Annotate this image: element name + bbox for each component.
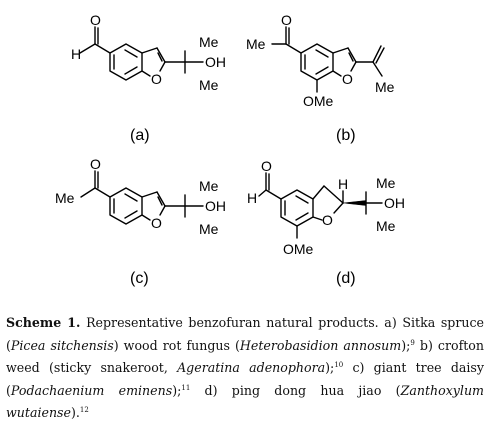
- caption-text: );: [172, 382, 182, 398]
- methoxy-label: OMe: [283, 241, 314, 257]
- ring-o-atom: O: [322, 212, 333, 228]
- aldehyde-h-atom: H: [71, 46, 81, 62]
- species-name: Ageratina adenophora: [177, 360, 326, 375]
- reference-marker: 12: [79, 406, 89, 414]
- carbonyl-o-atom: O: [90, 156, 101, 172]
- acetyl-me-label: Me: [55, 190, 75, 206]
- me-bottom-label: Me: [199, 221, 219, 237]
- caption-text: ) wood rot fungus (: [113, 337, 240, 353]
- scheme-structures: H O O Me OH Me (a) Me O O OMe Me: [55, 12, 405, 287]
- structure-d-label: (d): [336, 270, 356, 287]
- structure-c-label: (c): [130, 270, 149, 287]
- caption-text: d) ping dong hua jiao (: [190, 382, 401, 398]
- caption-text: c) giant tree daisy (: [6, 360, 484, 398]
- species-name: Picea sitchensis: [10, 337, 114, 353]
- structure-b: Me O O OMe Me (b): [246, 12, 395, 144]
- vinyl-me-label: Me: [375, 79, 395, 95]
- species-name: Zanthoxylum wutaiense: [6, 382, 484, 421]
- carbonyl-o-atom: O: [281, 12, 292, 28]
- caption-text: );: [401, 337, 411, 353]
- structure-c: Me O O Me OH Me (c): [55, 156, 226, 287]
- methoxy-label: OMe: [303, 93, 334, 109]
- aldehyde-o-atom: O: [261, 158, 272, 174]
- reference-marker: 10: [334, 361, 344, 369]
- species-name: Podachaenium eminens: [10, 382, 173, 398]
- me-top-label: Me: [376, 175, 396, 191]
- oh-label: OH: [384, 195, 405, 211]
- reference-marker: 11: [181, 383, 191, 392]
- ring-o-atom: O: [151, 71, 162, 87]
- oh-label: OH: [205, 198, 226, 214]
- structure-b-label: (b): [336, 127, 356, 144]
- structure-a: H O O Me OH Me (a): [71, 12, 226, 144]
- caption-heading: Scheme 1.: [6, 315, 81, 330]
- ring-o-atom: O: [151, 215, 162, 231]
- stereo-h-atom: H: [338, 176, 348, 192]
- reference-marker: 9: [410, 338, 415, 347]
- ring-o-atom: O: [342, 71, 353, 87]
- caption-text: b) crofton weed (sticky snakeroot,: [6, 337, 484, 376]
- caption-text: );: [325, 360, 335, 375]
- caption-text: ).: [70, 405, 80, 420]
- acetyl-me-label: Me: [246, 36, 266, 52]
- me-bottom-label: Me: [376, 218, 396, 234]
- oh-label: OH: [205, 54, 226, 70]
- me-bottom-label: Me: [199, 77, 219, 93]
- me-top-label: Me: [199, 34, 219, 50]
- species-name: Heterobasidion annosum: [239, 337, 402, 353]
- me-top-label: Me: [199, 178, 219, 194]
- scheme-caption: Scheme 1. Representative benzofuran natu…: [6, 312, 484, 425]
- aldehyde-o-atom: O: [90, 12, 101, 28]
- aldehyde-h-atom: H: [247, 190, 257, 206]
- structure-a-label: (a): [130, 127, 150, 144]
- caption-text: Representative benzofuran natural produc…: [6, 315, 485, 353]
- structure-d: H O O OMe H Me OH Me (d): [247, 158, 405, 287]
